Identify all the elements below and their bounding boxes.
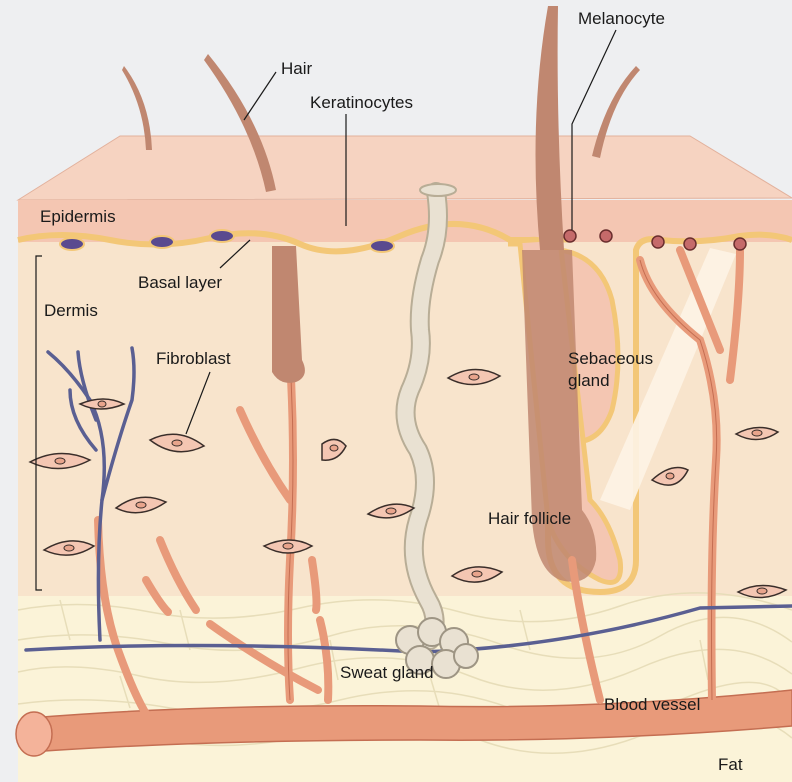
blood-vessel-cut-end bbox=[16, 712, 52, 756]
label-fat: Fat bbox=[718, 755, 743, 774]
label-fibroblast: Fibroblast bbox=[156, 349, 231, 368]
label-sebaceous-line2: gland bbox=[568, 371, 610, 390]
label-sebaceous-line1: Sebaceous bbox=[568, 349, 653, 368]
label-hair-follicle: Hair follicle bbox=[488, 509, 571, 528]
sweat-pore bbox=[420, 184, 456, 196]
label-sweat-gland: Sweat gland bbox=[340, 663, 434, 682]
epidermis-top-surface bbox=[18, 136, 792, 200]
label-epidermis: Epidermis bbox=[40, 207, 116, 226]
label-dermis: Dermis bbox=[44, 301, 98, 320]
label-basal-layer: Basal layer bbox=[138, 273, 222, 292]
label-hair: Hair bbox=[281, 59, 313, 78]
label-blood-vessel: Blood vessel bbox=[604, 695, 700, 714]
label-keratinocytes: Keratinocytes bbox=[310, 93, 413, 112]
label-melanocyte: Melanocyte bbox=[578, 9, 665, 28]
